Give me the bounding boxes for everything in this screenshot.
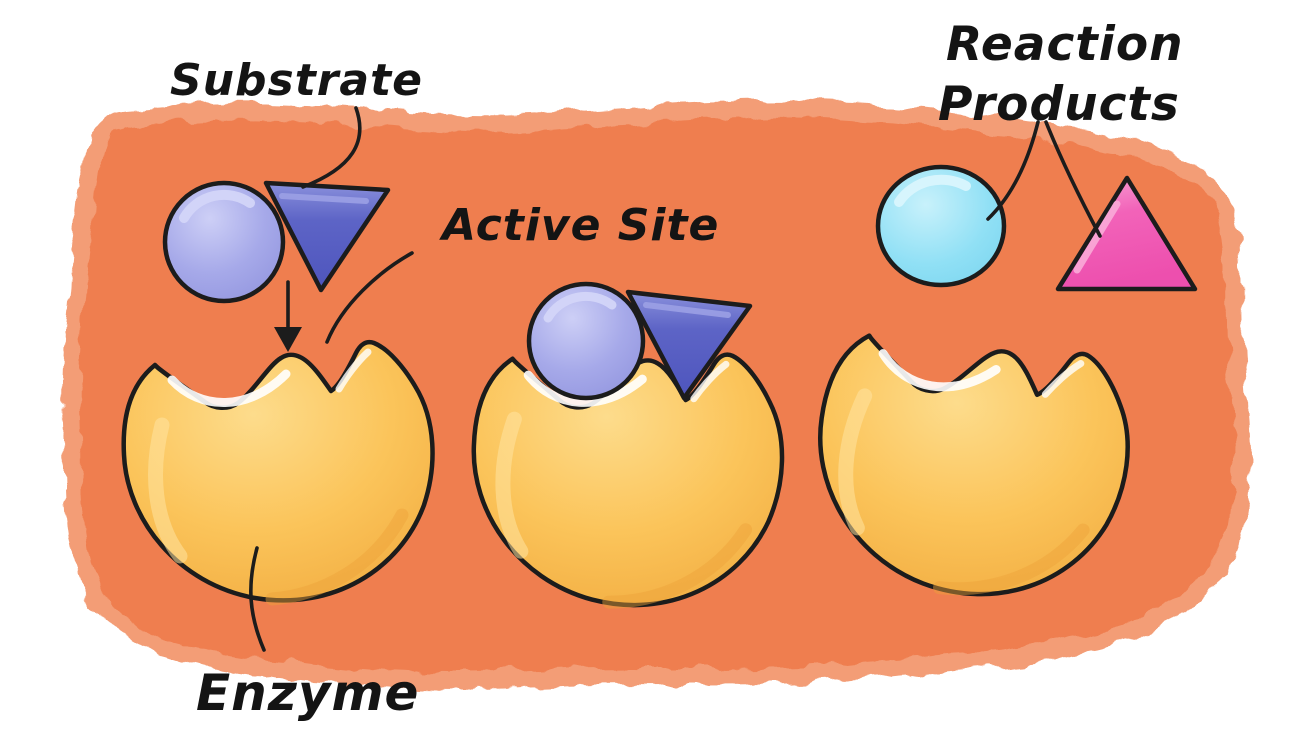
substrate-circle [162, 180, 286, 304]
substrate-label: Substrate [170, 55, 423, 106]
products-pointer-line-right [1044, 120, 1102, 238]
reaction-products-label-line2: Products [938, 77, 1180, 132]
bound-substrate-triangle-highlight [643, 302, 731, 318]
active-site-pointer-line [325, 251, 414, 344]
product-triangle-highlight [1073, 200, 1121, 274]
products-pointer-line-left [986, 120, 1040, 221]
substrate-triangle-highlight [279, 193, 369, 204]
substrate-triangle [263, 180, 391, 293]
bound-substrate-circle [526, 281, 646, 401]
reaction-products-label-line1: Reaction [946, 17, 1184, 72]
product-triangle [1055, 175, 1198, 292]
enzyme-label: Enzyme [196, 664, 419, 722]
substrate-circle-highlight [179, 189, 255, 223]
substrate-group [162, 180, 391, 304]
product-circle [875, 164, 1007, 288]
bound-substrate-triangle [625, 289, 753, 401]
bound-substrate-circle-highlight [543, 291, 617, 323]
product-circle-highlight [894, 174, 971, 207]
down-arrow [274, 280, 302, 352]
bound-substrate-group [526, 281, 753, 401]
enzyme-pointer-line [249, 546, 266, 652]
reaction-products-group [875, 164, 1198, 292]
substrate-pointer-line [301, 106, 362, 189]
active-site-label: Active Site [439, 200, 719, 251]
